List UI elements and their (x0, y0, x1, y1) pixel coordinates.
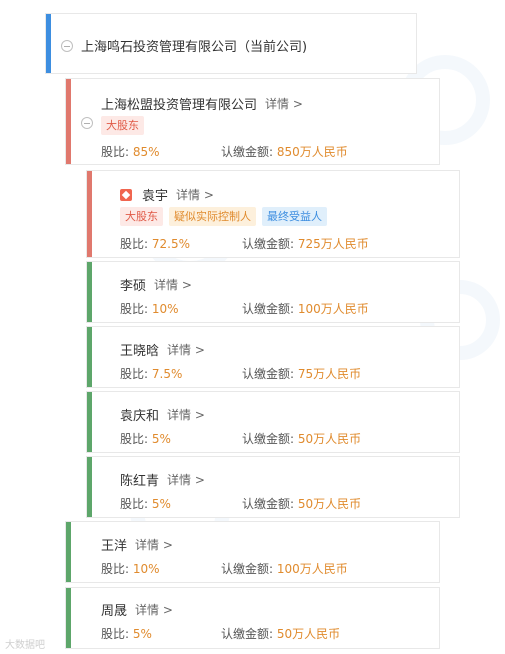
amount-label: 认缴金额: (242, 302, 295, 316)
detail-link[interactable]: 详情 > (167, 473, 205, 487)
shareholder-card: 袁庆和 详情 > 股比: 5% 认缴金额: 50万人民币 (86, 391, 460, 453)
shareholder-name[interactable]: 袁宇 (142, 189, 169, 204)
collapse-toggle-icon[interactable] (61, 40, 73, 52)
shareholder-card: 陈红青 详情 > 股比: 5% 认缴金额: 50万人民币 (86, 456, 460, 518)
ratio-label: 股比: (101, 562, 130, 576)
ratio-value: 7.5% (151, 367, 183, 381)
amount-value: 50万人民币 (297, 432, 362, 446)
root-accent-bar (46, 14, 51, 73)
amount-value: 725万人民币 (297, 237, 369, 251)
shareholder-name[interactable]: 李硕 (120, 279, 147, 294)
shareholder-card: 李硕 详情 > 股比: 10% 认缴金额: 100万人民币 (86, 261, 460, 323)
shareholder-bar (66, 588, 71, 648)
detail-link[interactable]: 详情 > (265, 97, 303, 111)
amount-value: 850万人民币 (276, 145, 348, 159)
amount-value: 75万人民币 (297, 367, 362, 381)
ratio-label: 股比: (120, 302, 149, 316)
shareholder-name[interactable]: 王晓晗 (120, 344, 160, 359)
footer-watermark: 大数据吧 (5, 640, 45, 651)
tag-major-shareholder: 大股东 (120, 207, 163, 226)
amount-value: 50万人民币 (297, 497, 362, 511)
amount-label: 认缴金额: (242, 432, 295, 446)
amount-label: 认缴金额: (242, 367, 295, 381)
detail-link[interactable]: 详情 > (167, 343, 205, 357)
shareholder-card: 周晟 详情 > 股比: 5% 认缴金额: 50万人民币 (65, 587, 440, 649)
amount-label: 认缴金额: (221, 627, 274, 641)
ratio-value: 5% (151, 432, 171, 446)
shareholder-card: 王晓晗 详情 > 股比: 7.5% 认缴金额: 75万人民币 (86, 326, 460, 388)
amount-value: 100万人民币 (297, 302, 369, 316)
amount-value: 50万人民币 (276, 627, 341, 641)
major-shareholder-bar (66, 79, 71, 164)
ratio-label: 股比: (101, 627, 130, 641)
collapse-toggle-icon[interactable] (81, 117, 93, 129)
detail-link[interactable]: 详情 > (167, 408, 205, 422)
amount-label: 认缴金额: (221, 562, 274, 576)
major-shareholder-bar (87, 171, 92, 257)
amount-label: 认缴金额: (242, 237, 295, 251)
shareholder-name[interactable]: 陈红青 (120, 474, 160, 489)
root-company-card: 上海鸣石投资管理有限公司（当前公司) (45, 13, 417, 74)
ratio-value: 85% (132, 145, 160, 159)
tag-ultimate-beneficiary: 最终受益人 (262, 207, 327, 226)
ratio-label: 股比: (120, 237, 149, 251)
shareholder-bar (87, 457, 92, 517)
shareholder-card: 上海松盟投资管理有限公司 详情 > 大股东 股比: 85% 认缴金额: 850万… (65, 78, 440, 165)
amount-label: 认缴金额: (242, 497, 295, 511)
ratio-label: 股比: (120, 432, 149, 446)
detail-link[interactable]: 详情 > (135, 538, 173, 552)
ratio-label: 股比: (120, 497, 149, 511)
ratio-value: 5% (151, 497, 171, 511)
shareholder-card: 王洋 详情 > 股比: 10% 认缴金额: 100万人民币 (65, 521, 440, 583)
ratio-value: 10% (132, 562, 160, 576)
root-company-name: 上海鸣石投资管理有限公司（当前公司) (81, 40, 308, 55)
shareholder-bar (87, 262, 92, 322)
shareholder-bar (87, 392, 92, 452)
detail-link[interactable]: 详情 > (154, 278, 192, 292)
detail-link[interactable]: 详情 > (135, 603, 173, 617)
tag-actual-controller: 疑似实际控制人 (169, 207, 256, 226)
amount-label: 认缴金额: (221, 145, 274, 159)
ratio-value: 72.5% (151, 237, 190, 251)
ratio-label: 股比: (120, 367, 149, 381)
tag-major-shareholder: 大股东 (101, 116, 144, 135)
shareholder-name[interactable]: 上海松盟投资管理有限公司 (101, 98, 258, 113)
shareholder-name[interactable]: 袁庆和 (120, 409, 160, 424)
ratio-value: 10% (151, 302, 179, 316)
detail-link[interactable]: 详情 > (176, 188, 214, 202)
shareholder-name[interactable]: 王洋 (101, 539, 128, 554)
ratio-label: 股比: (101, 145, 130, 159)
shareholder-bar (87, 327, 92, 387)
person-avatar-icon (120, 188, 132, 201)
shareholder-bar (66, 522, 71, 582)
shareholder-card: 袁宇 详情 > 大股东 疑似实际控制人 最终受益人 股比: 72.5% 认缴金额… (86, 170, 460, 258)
shareholder-name[interactable]: 周晟 (101, 604, 128, 619)
ratio-value: 5% (132, 627, 152, 641)
amount-value: 100万人民币 (276, 562, 348, 576)
